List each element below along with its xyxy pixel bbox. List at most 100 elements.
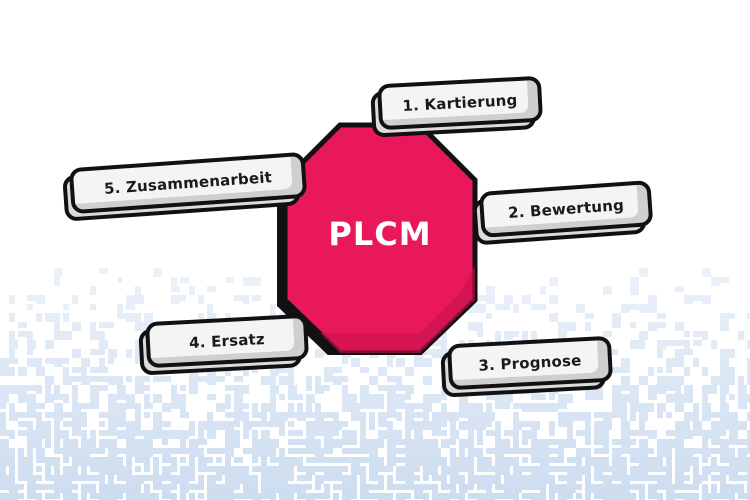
pixel-noise-cell [234, 466, 243, 475]
pixel-noise-cell [675, 448, 684, 457]
pixel-noise-cell [27, 331, 33, 340]
pixel-noise-cell [729, 367, 735, 376]
pixel-noise-cell [117, 394, 126, 400]
pixel-noise-cell [738, 475, 747, 481]
pixel-noise-cell [675, 394, 684, 403]
pixel-noise-cell [657, 376, 666, 385]
pixel-noise-cell [414, 484, 423, 493]
pixel-noise-cell [720, 376, 729, 385]
pixel-noise-cell [711, 376, 720, 385]
pixel-noise-cell [207, 475, 216, 484]
pixel-noise-cell [243, 385, 249, 394]
pixel-noise-cell [36, 493, 42, 500]
pixel-noise-cell [675, 421, 684, 430]
pixel-noise-cell [0, 439, 9, 448]
pixel-noise-cell [576, 466, 585, 475]
pixel-noise-cell [531, 493, 540, 500]
pixel-noise-cell [612, 439, 621, 445]
pixel-noise-cell [270, 376, 276, 385]
pixel-noise-cell [108, 493, 117, 500]
pixel-noise-cell [459, 421, 468, 430]
pixel-noise-cell [108, 448, 117, 457]
pixel-noise-cell [423, 466, 432, 475]
pixel-noise-cell [162, 484, 171, 493]
pixel-noise-cell [225, 466, 234, 475]
pixel-noise-cell [153, 412, 162, 421]
pixel-noise-cell [477, 439, 483, 445]
pixel-noise-cell [261, 475, 270, 484]
pixel-noise-cell [369, 421, 375, 430]
pixel-noise-cell [576, 457, 582, 466]
pixel-noise-cell [720, 394, 726, 403]
pixel-noise-cell [243, 367, 249, 376]
pixel-noise-cell [315, 376, 321, 385]
pixel-noise-cell [27, 457, 33, 466]
pixel-noise-cell [666, 475, 672, 484]
pixel-noise-cell [684, 421, 690, 430]
pixel-noise-cell [27, 439, 36, 448]
pixel-noise-cell [675, 358, 684, 367]
pixel-noise-cell [99, 358, 105, 367]
pixel-noise-cell [477, 457, 486, 466]
pixel-noise-cell [702, 430, 711, 439]
pixel-noise-cell [261, 376, 270, 385]
pixel-noise-cell [387, 421, 393, 430]
pixel-noise-cell [567, 439, 576, 448]
pixel-noise-cell [378, 385, 387, 391]
pixel-noise-cell [477, 421, 486, 430]
pixel-noise-cell [522, 475, 531, 484]
pixel-noise-cell [387, 448, 396, 457]
pixel-noise-cell [72, 475, 81, 481]
pixel-noise-cell [18, 475, 27, 481]
pixel-noise-cell [432, 340, 441, 346]
pixel-noise-cell [549, 493, 555, 500]
pixel-noise-cell [630, 277, 639, 286]
pixel-noise-cell [108, 358, 114, 364]
pixel-noise-cell [351, 466, 360, 475]
pixel-noise-cell [630, 304, 639, 310]
pixel-noise-cell [558, 466, 567, 472]
pixel-noise-cell [396, 394, 405, 403]
pixel-noise-cell [441, 493, 450, 500]
pixel-noise-cell [666, 394, 675, 403]
pixel-noise-cell [18, 394, 27, 403]
pixel-noise-cell [72, 394, 78, 403]
pixel-noise-cell [360, 421, 366, 430]
pixel-noise-cell [432, 457, 441, 466]
pixel-noise-cell [711, 439, 720, 445]
pixel-noise-cell [621, 376, 630, 385]
pixel-noise-cell [27, 484, 36, 493]
pixel-noise-cell [90, 304, 96, 310]
pixel-noise-cell [747, 340, 750, 349]
pixel-noise-cell [81, 430, 87, 439]
pixel-noise-cell [63, 313, 69, 322]
pixel-noise-cell [288, 403, 294, 412]
pixel-noise-cell [477, 493, 486, 500]
pixel-noise-cell [36, 439, 42, 448]
pixel-noise-cell [18, 412, 27, 418]
pixel-noise-cell [180, 475, 189, 484]
pixel-noise-cell [630, 286, 639, 295]
pixel-noise-cell [144, 484, 150, 493]
pixel-noise-cell [639, 376, 648, 385]
pixel-noise-cell [306, 493, 315, 500]
pixel-noise-cell [279, 484, 288, 493]
pixel-noise-cell [387, 403, 396, 412]
pixel-noise-cell [216, 484, 225, 493]
pixel-noise-cell [468, 466, 474, 475]
pixel-noise-cell [324, 421, 333, 430]
pixel-noise-cell [612, 484, 621, 493]
pixel-noise-cell [297, 493, 306, 499]
pixel-noise-cell [585, 394, 594, 400]
pixel-noise-cell [72, 430, 81, 436]
pixel-noise-cell [405, 403, 414, 412]
pixel-noise-cell [270, 403, 276, 412]
pixel-noise-cell [666, 457, 672, 466]
pixel-noise-cell [720, 457, 729, 463]
pixel-noise-cell [441, 484, 450, 490]
pixel-noise-cell [702, 394, 708, 403]
pixel-noise-cell [675, 385, 681, 394]
pixel-noise-cell [423, 484, 432, 490]
pixel-noise-cell [297, 430, 303, 436]
pixel-noise-cell [711, 493, 720, 499]
